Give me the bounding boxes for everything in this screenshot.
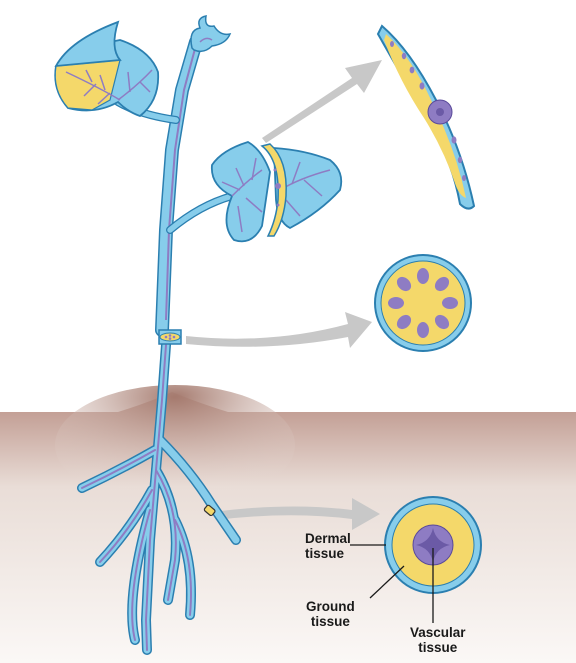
ground-tissue-label: Ground tissue bbox=[306, 599, 355, 629]
leaf-cross-section bbox=[378, 26, 474, 209]
leaf-arrow bbox=[262, 60, 382, 143]
vascular-label-line1: Vascular bbox=[410, 625, 466, 640]
vascular-label-line2: tissue bbox=[410, 640, 466, 655]
ground-label-line1: Ground bbox=[306, 599, 355, 614]
vascular-tissue-label: Vascular tissue bbox=[410, 625, 466, 655]
upper-leaf bbox=[55, 22, 176, 120]
dermal-label-line1: Dermal bbox=[305, 531, 351, 546]
dermal-tissue-label: Dermal tissue bbox=[305, 531, 351, 561]
stem-arrow bbox=[186, 312, 372, 348]
soil bbox=[0, 385, 576, 663]
lower-leaf bbox=[170, 142, 341, 241]
dermal-label-line2: tissue bbox=[305, 546, 351, 561]
ground-label-line2: tissue bbox=[306, 614, 355, 629]
stem-cross-section bbox=[375, 255, 471, 351]
